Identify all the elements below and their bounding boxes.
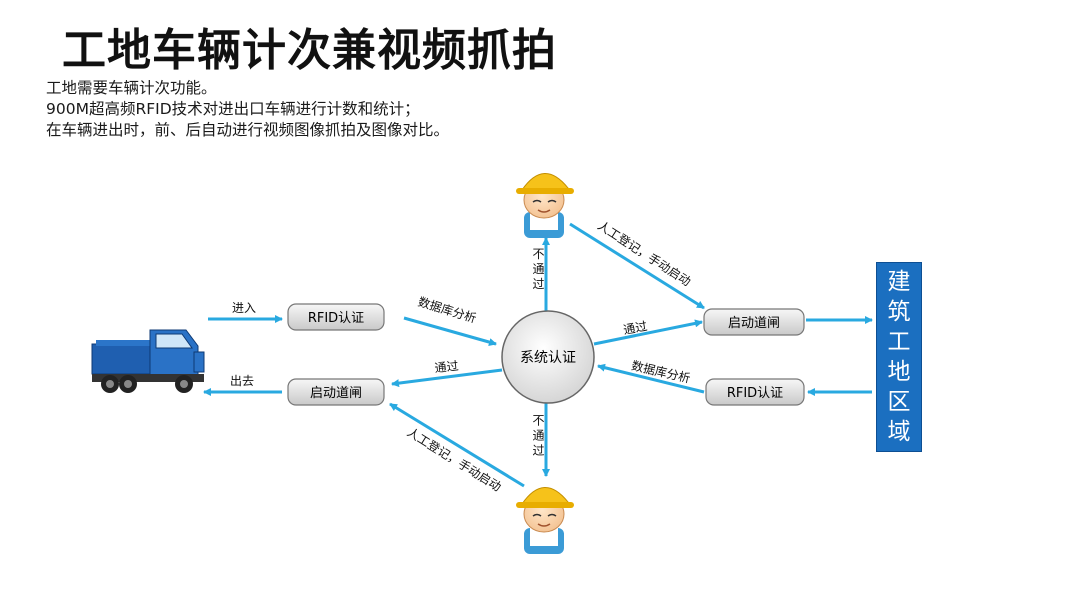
box-left-gate: 启动道闸 [287, 378, 385, 406]
zone-char: 工 [887, 329, 911, 355]
description: 工地需要车辆计次功能。 900M超高频RFID技术对进出口车辆进行计数和统计； … [46, 78, 449, 141]
system-auth-node: 系统认证 [501, 310, 595, 404]
worker-icon [516, 173, 574, 238]
arrow-pass-left [391, 368, 503, 388]
label-db-left: 数据库分析 [416, 294, 478, 326]
svg-text:启动道闸: 启动道闸 [310, 386, 362, 401]
page-title: 工地车辆计次兼视频抓拍 [62, 25, 557, 76]
zone-char: 建 [887, 269, 911, 295]
zone-char: 筑 [887, 299, 911, 325]
zone-char: 域 [887, 419, 911, 445]
arrow-manual-top [569, 222, 705, 310]
arrow-db-left [403, 316, 497, 346]
label-manual-top: 人工登记，手动启动 [595, 218, 694, 289]
arrow-db-right [597, 363, 705, 394]
svg-text:启动道闸: 启动道闸 [728, 316, 780, 331]
label-not-pass-bottom: 不通过 [531, 414, 545, 459]
box-right-gate: 启动道闸 [703, 308, 805, 336]
box-left-rfid: RFID认证 [287, 303, 385, 331]
arrows [203, 222, 873, 488]
svg-text:系统认证: 系统认证 [520, 350, 576, 366]
box-right-rfid: RFID认证 [705, 378, 805, 406]
worker-icon [516, 487, 574, 554]
label-manual-bottom: 人工登记，手动启动 [405, 424, 505, 494]
zone-char: 地 [887, 359, 911, 385]
description-line: 工地需要车辆计次功能。 [46, 79, 217, 97]
svg-text:RFID认证: RFID认证 [308, 311, 364, 326]
description-line: 900M超高频RFID技术对进出口车辆进行计数和统计； [46, 100, 420, 118]
zone-char: 区 [887, 389, 911, 415]
construction-zone: 建 筑 工 地 区 域 [876, 262, 922, 452]
svg-text:RFID认证: RFID认证 [727, 386, 783, 401]
label-exit: 出去 [230, 374, 254, 388]
truck-icon [91, 329, 205, 393]
description-line: 在车辆进出时，前、后自动进行视频图像抓拍及图像对比。 [46, 121, 450, 139]
arrow-manual-bottom [389, 402, 525, 488]
label-enter: 进入 [232, 301, 256, 315]
label-not-pass-top: 不通过 [531, 248, 545, 293]
arrow-pass-right [593, 319, 703, 346]
label-pass-right: 通过 [622, 319, 648, 337]
label-pass-left: 通过 [434, 359, 459, 375]
